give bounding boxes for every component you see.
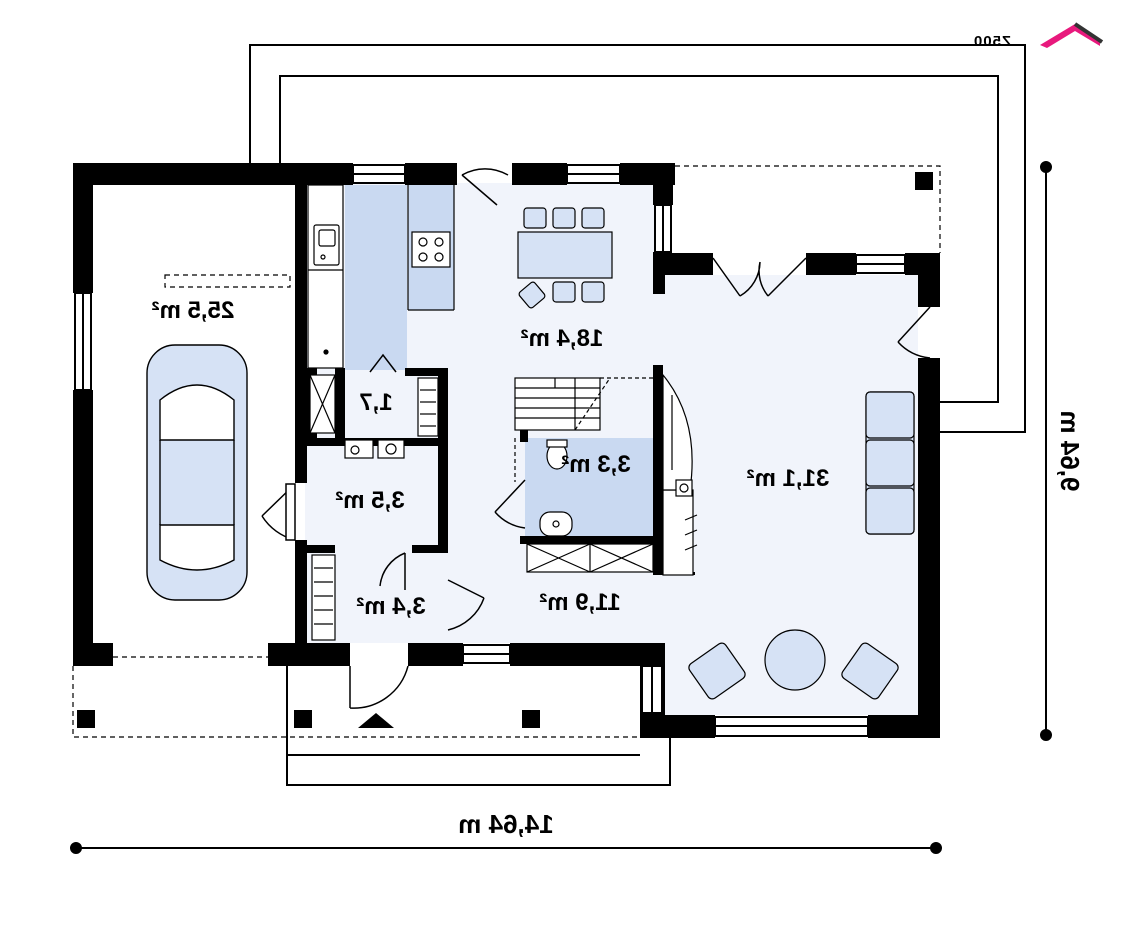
coffee-table <box>764 629 826 691</box>
room-area-vestibule: 3,4 m² <box>356 593 425 620</box>
armchair-left <box>688 642 746 700</box>
door-hall <box>447 579 485 631</box>
logo: Z500 <box>973 22 1104 50</box>
stairs <box>514 377 653 482</box>
wardrobe-kitchen <box>417 377 439 437</box>
fireplace <box>662 373 698 551</box>
room-labels: 25,5 m² 18,4 m² 1,7 3,5 m² 3,4 m² 3,3 m²… <box>152 297 830 620</box>
walls <box>73 163 940 738</box>
room-area-garage: 25,5 m² <box>152 297 235 324</box>
armchair-right <box>841 642 899 700</box>
dimension-width: 14,64 m <box>458 809 553 839</box>
bathroom-fixtures <box>539 439 573 537</box>
car-icon <box>146 344 248 601</box>
sofa <box>865 391 915 535</box>
door-kitchen-top <box>461 168 509 206</box>
logo-roof-icon <box>1040 24 1100 48</box>
room-area-pantry: 1,7 <box>359 389 392 416</box>
dimension-depth: 9,64 m <box>1055 411 1085 492</box>
roof-outline <box>249 44 1026 433</box>
kitchen-counter <box>307 184 344 369</box>
logo-text: Z500 <box>973 33 1011 50</box>
room-area-bathroom: 3,3 m² <box>561 451 630 478</box>
windows <box>74 164 906 737</box>
room-area-boiler: 3,5 m² <box>335 487 404 514</box>
door-vestibule <box>379 552 406 590</box>
wardrobe-vestibule <box>311 554 336 641</box>
door-bathroom <box>494 479 526 529</box>
living-shelf <box>662 489 694 576</box>
dining-set <box>517 207 613 309</box>
cooktop-icon <box>411 231 451 268</box>
porch <box>286 666 671 786</box>
doors <box>261 168 931 709</box>
door-pantry <box>369 353 397 373</box>
dining-table <box>517 231 613 279</box>
kitchen-furniture <box>307 184 455 369</box>
boiler-fixtures <box>344 439 405 459</box>
bin-icon <box>323 349 329 355</box>
logo-roof-outline <box>1073 22 1104 44</box>
dashed-outlines <box>72 165 941 738</box>
storage <box>309 374 694 641</box>
dimension-lines <box>70 161 1052 854</box>
room-area-living: 31,1 m² <box>747 465 830 492</box>
door-living-side <box>897 306 931 359</box>
room-area-hall: 11,9 m² <box>539 589 620 616</box>
door-terrace <box>712 257 807 297</box>
door-front <box>349 665 409 709</box>
room-area-kitchen: 18,4 m² <box>521 325 604 352</box>
living-seating <box>688 629 899 700</box>
pillars <box>77 172 933 728</box>
entrance-arrow-icon <box>358 713 394 728</box>
kitchen-counter-highlight <box>345 185 407 370</box>
